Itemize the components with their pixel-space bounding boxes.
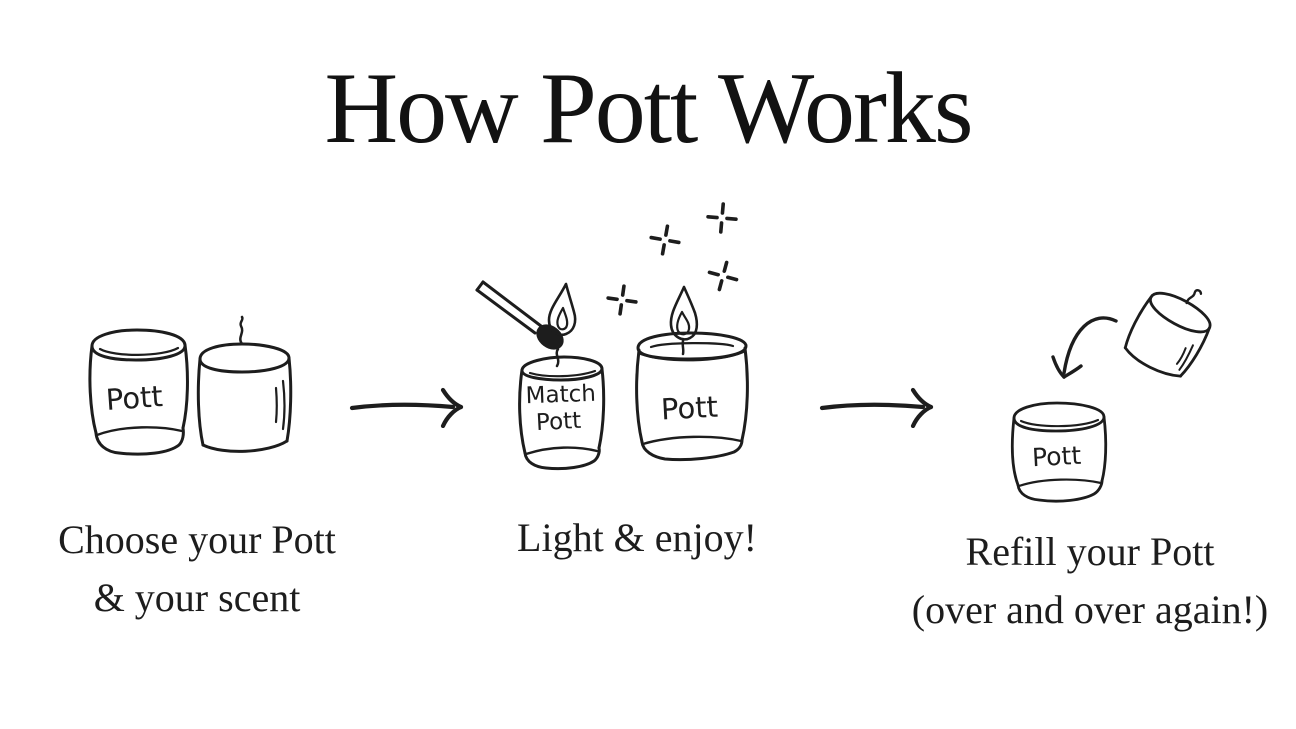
right-arrow-icon [349, 387, 464, 428]
caption-line: & your scent [93, 575, 301, 620]
caption-line: Refill your Pott [965, 529, 1215, 574]
falling-refill-drawing [1123, 289, 1212, 378]
pot-label: Pott [1031, 441, 1082, 473]
page-title: How Pott Works [324, 52, 973, 165]
scent-refill-candle-icon [196, 315, 293, 453]
match-pot-label-line1: Match [525, 381, 596, 409]
light-step-illustration: Match Pott Pott [475, 202, 749, 471]
match-pot-label-line2: Pott [535, 408, 581, 436]
pott-vessel-drawing: Pott [88, 328, 189, 456]
match-pott-candle-drawing: Match Pott [518, 347, 606, 471]
caption-line: Choose your Pott [58, 517, 336, 562]
caption-line: Light & enjoy! [517, 515, 757, 560]
pot-label: Pott [105, 379, 164, 417]
curved-down-arrow-icon [1051, 316, 1118, 379]
step-caption-refill: Refill your Pott (over and over again!) [898, 523, 1282, 639]
lit-pott-candle-drawing: Pott [635, 285, 749, 462]
match-flame-icon [547, 282, 577, 337]
sparkles-icon [606, 202, 739, 316]
step-caption-light: Light & enjoy! [487, 509, 787, 567]
right-arrow-icon [819, 387, 934, 428]
pot-label: Pott [660, 390, 719, 427]
choose-step-illustration: Pott [88, 315, 293, 456]
step-caption-choose: Choose your Pott & your scent [30, 511, 364, 627]
pott-vessel-drawing: Pott [1010, 401, 1108, 503]
lit-match-icon [475, 280, 564, 350]
refill-step-illustration: Pott [1010, 289, 1212, 503]
caption-line: (over and over again!) [911, 587, 1269, 632]
